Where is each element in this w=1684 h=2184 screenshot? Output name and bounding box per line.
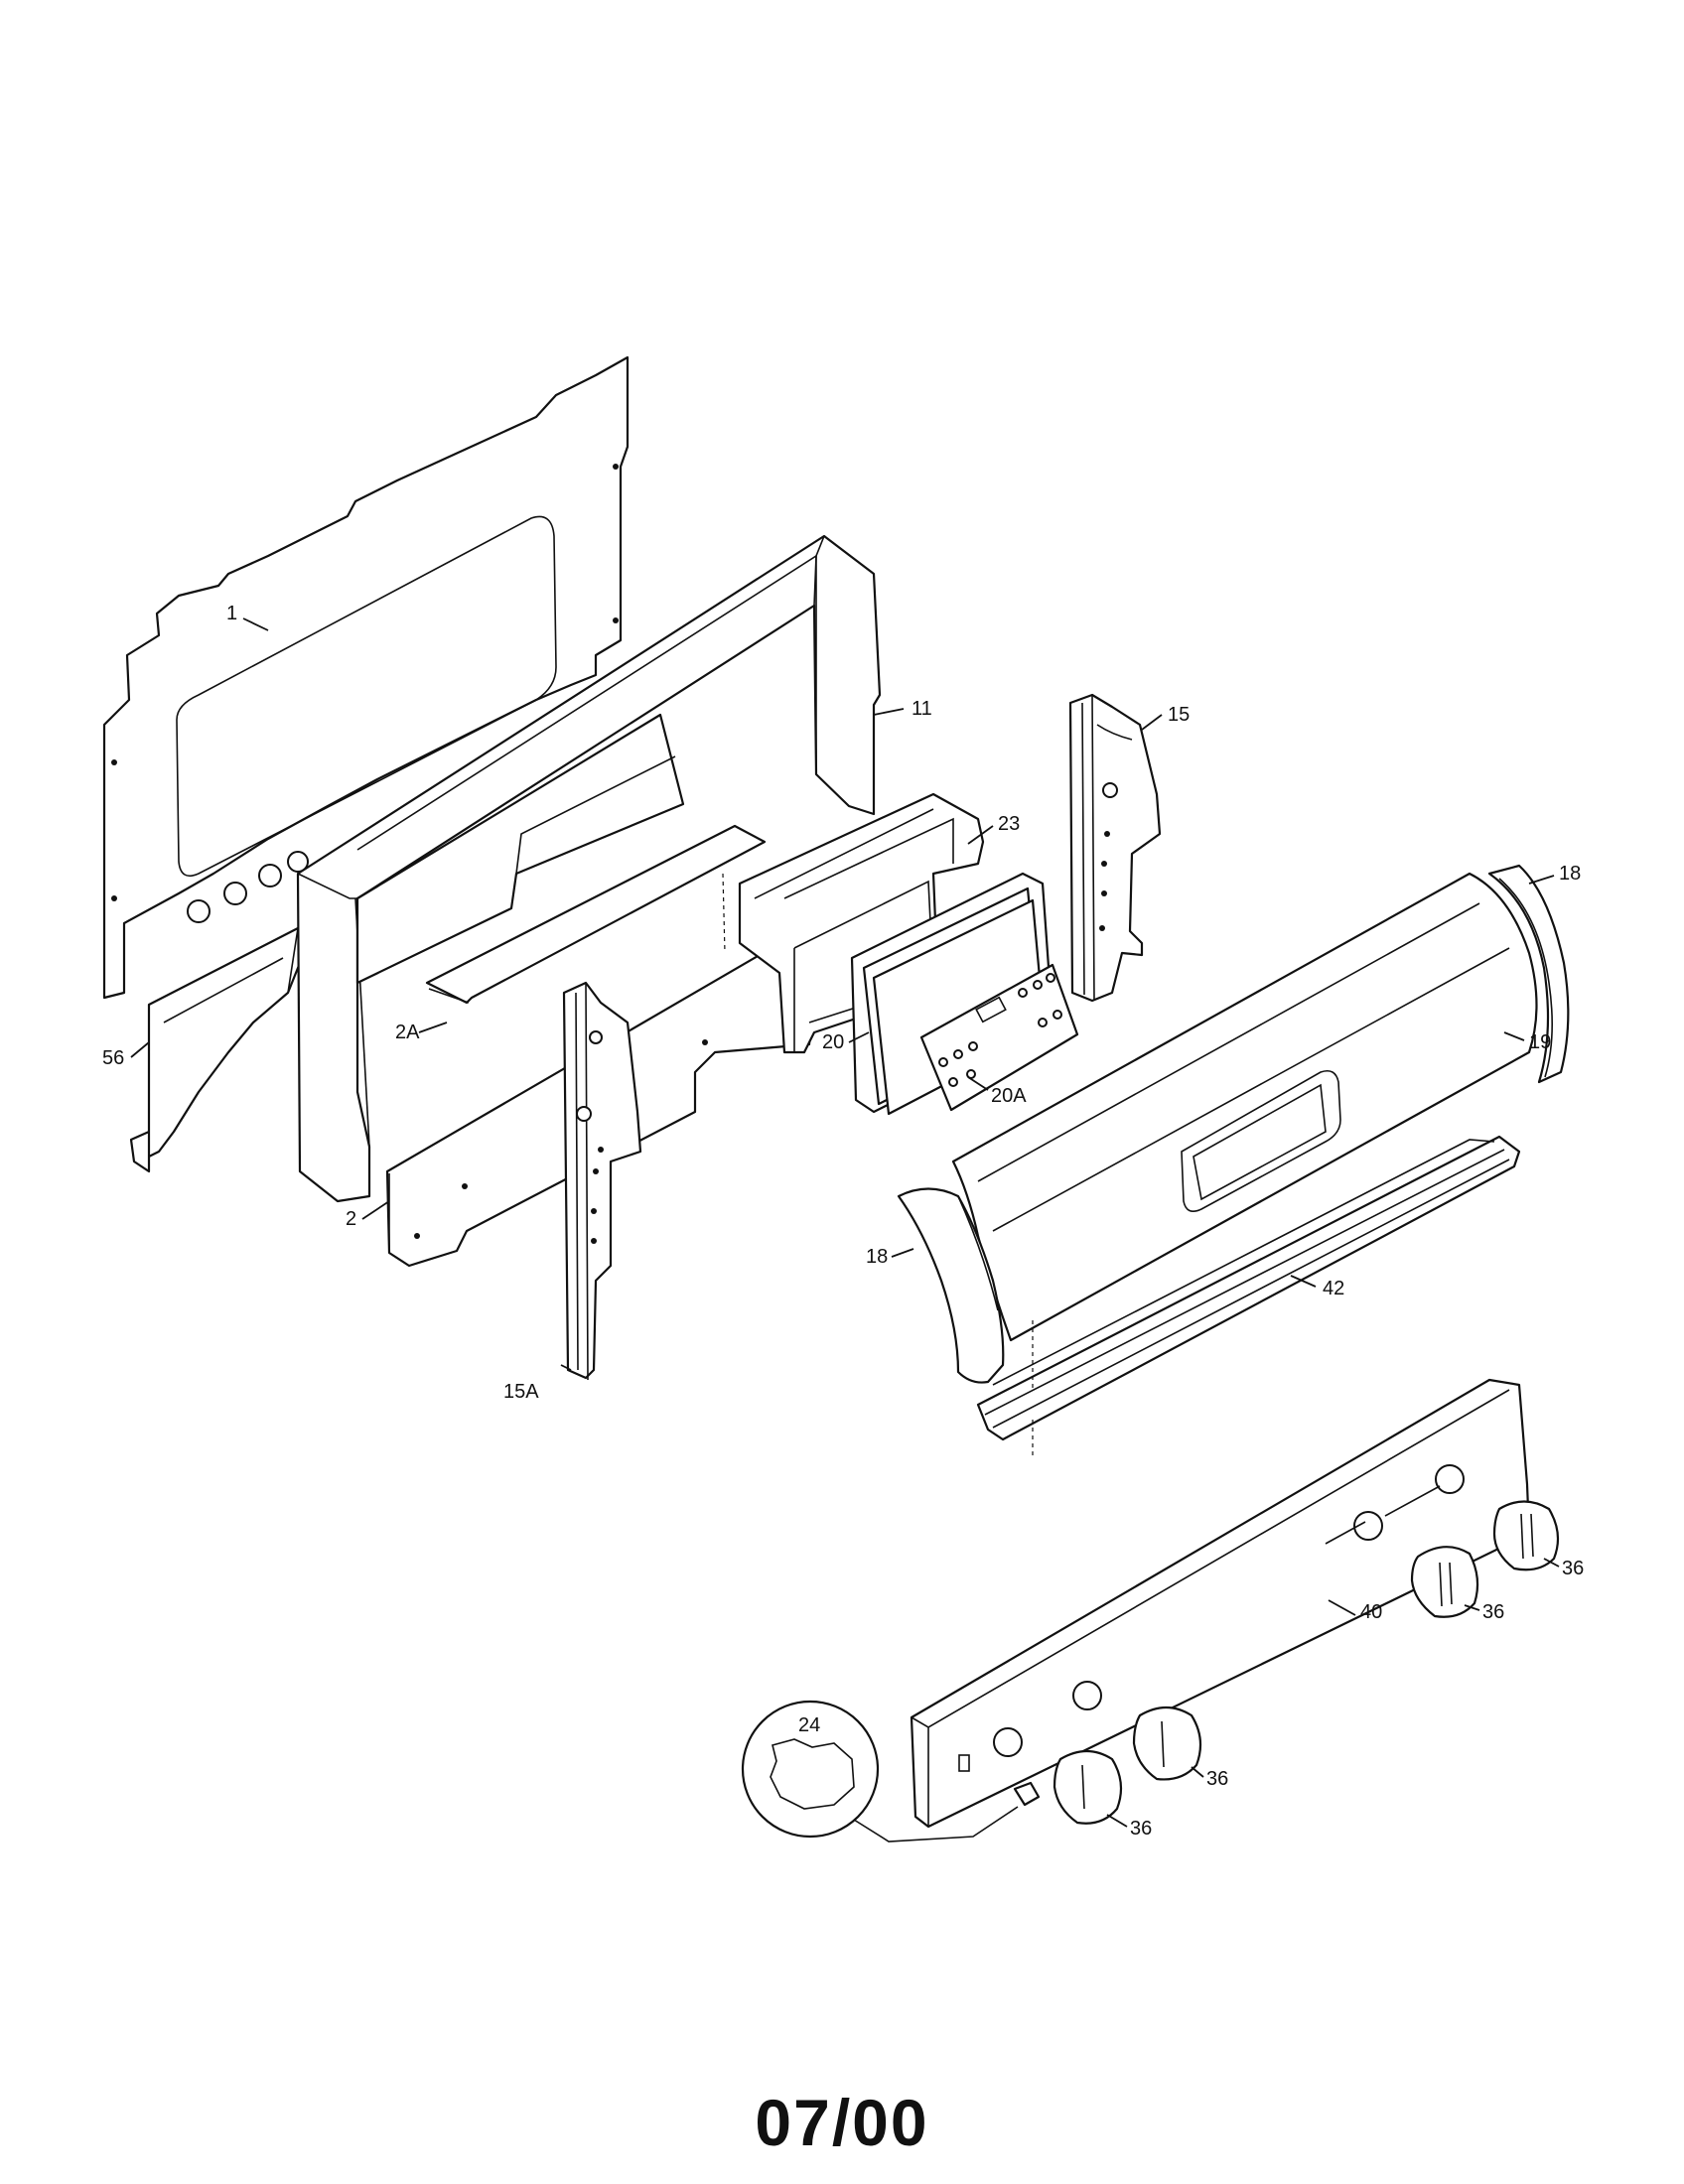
knob-36-b <box>1410 1546 1479 1618</box>
part-15a-left-bracket <box>562 981 642 1381</box>
callout-18-left: 18 <box>866 1246 888 1268</box>
part-20a-overlay <box>919 963 1079 1112</box>
part-19-backguard <box>951 872 1538 1342</box>
callout-36-a: 36 <box>1562 1558 1584 1579</box>
callout-36-d: 36 <box>1130 1818 1152 1840</box>
callout-20: 20 <box>822 1031 844 1053</box>
part-11-frame <box>296 534 882 1203</box>
callout-24: 24 <box>798 1714 820 1736</box>
part-18-right-endcap <box>1487 864 1570 1084</box>
part-42-trim <box>976 1135 1521 1441</box>
frame-inner-divider <box>355 713 685 985</box>
revision-date-code: 07/00 <box>755 2086 929 2159</box>
callout-15a: 15A <box>503 1381 539 1403</box>
callout-2a: 2A <box>395 1022 420 1043</box>
callout-19: 19 <box>1529 1031 1551 1053</box>
part-15-right-bracket <box>1068 693 1162 1003</box>
callout-18-right: 18 <box>1559 863 1581 885</box>
callout-56: 56 <box>102 1047 124 1069</box>
callout-23: 23 <box>998 813 1020 835</box>
callout-40: 40 <box>1360 1601 1382 1623</box>
part-1-rear-panel <box>102 355 630 1000</box>
callout-1: 1 <box>226 603 237 624</box>
part-24-detail-callout <box>741 1700 1041 1843</box>
knob-36-c <box>1132 1706 1202 1781</box>
callout-11: 11 <box>912 698 932 720</box>
part-56-lower-bracket <box>129 926 302 1173</box>
callout-42: 42 <box>1323 1278 1344 1299</box>
part-20-control-board <box>850 872 1054 1116</box>
callout-36-b: 36 <box>1482 1601 1504 1623</box>
callout-2: 2 <box>346 1208 356 1230</box>
knob-36-a <box>1492 1500 1560 1571</box>
callout-36-c: 36 <box>1206 1768 1228 1790</box>
alignment-line-1 <box>722 873 726 954</box>
part-2a-strip <box>425 824 767 1005</box>
callout-20a: 20A <box>991 1085 1027 1107</box>
knob-36-d <box>1052 1749 1123 1825</box>
callout-15: 15 <box>1168 704 1190 726</box>
part-18-left-endcap <box>897 1187 1005 1384</box>
leader-lines <box>130 617 1560 1828</box>
